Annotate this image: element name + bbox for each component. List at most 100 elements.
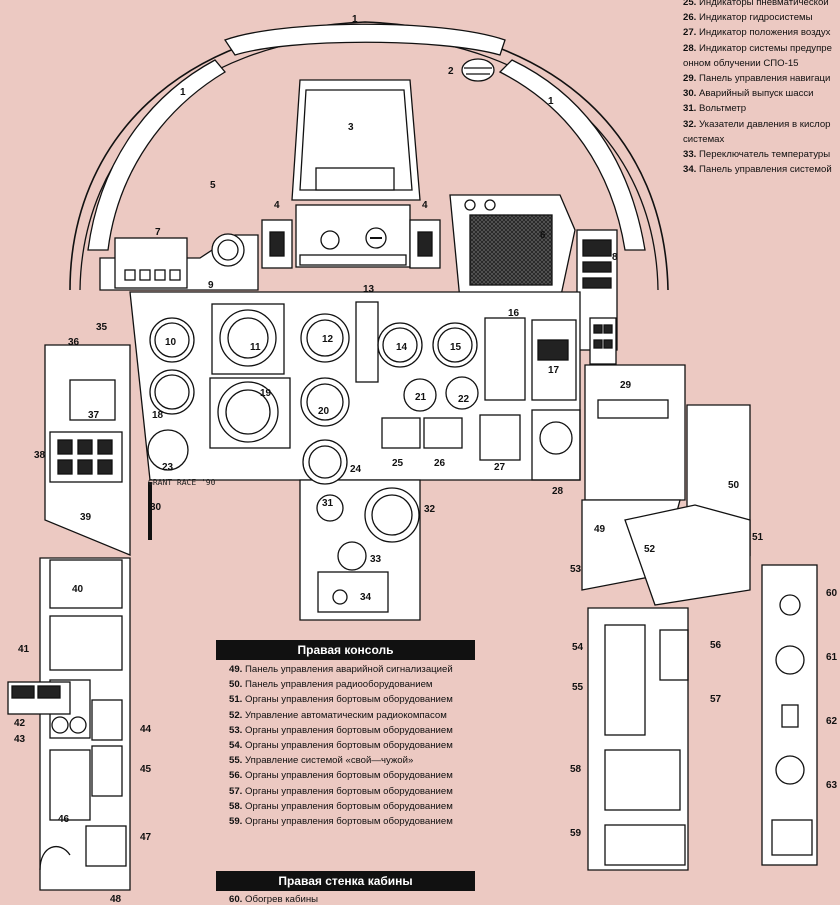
callout-10: 10: [165, 337, 177, 348]
legend-row: 33. Переключатель температуры: [683, 149, 831, 161]
left-console: [7, 344, 131, 891]
legend-row: 26. Индикатор гидросистемы: [683, 12, 813, 24]
callout-7: 7: [155, 227, 161, 238]
callout-12: 12: [322, 334, 334, 345]
right-side-block: [576, 229, 618, 365]
right-console-title: Правая консоль: [216, 640, 475, 660]
callout-44: 44: [140, 724, 152, 735]
callout-38: 38: [34, 450, 46, 461]
callout-54: 54: [572, 642, 584, 653]
head-up-display: [291, 79, 421, 268]
legend-row: системах: [683, 133, 725, 145]
legend-row: 25. Индикаторы пневматической: [683, 0, 829, 8]
callout-27: 27: [494, 462, 506, 473]
callout-1b: 1: [180, 87, 186, 98]
legend-row: 57. Органы управления бортовым оборудова…: [229, 785, 453, 797]
callout-49: 49: [594, 524, 606, 535]
callout-55: 55: [572, 682, 584, 693]
callout-3: 3: [348, 122, 354, 133]
callout-21: 21: [415, 392, 427, 403]
right-wall-legend: 60. Обогрев кабины: [229, 892, 479, 905]
callout-53: 53: [570, 564, 582, 575]
callout-56: 56: [710, 640, 722, 651]
callout-11: 11: [250, 342, 261, 353]
callout-2: 2: [448, 66, 454, 77]
legend-row: 28. Индикатор системы предупре: [683, 42, 832, 54]
right-console-drawing: [581, 364, 751, 871]
callout-63: 63: [826, 780, 838, 791]
upper-left-subpanel: [99, 233, 259, 291]
callout-52: 52: [644, 544, 656, 555]
callout-22: 22: [458, 394, 470, 405]
callout-4a: 4: [274, 200, 280, 211]
callout-39: 39: [80, 512, 92, 523]
callout-34: 34: [360, 592, 372, 603]
callout-41: 41: [18, 644, 30, 655]
callout-6: 6: [540, 230, 546, 241]
callout-51: 51: [752, 532, 764, 543]
callout-9: 9: [208, 280, 214, 291]
main-instrument-panel: [129, 291, 581, 481]
callout-47: 47: [140, 832, 152, 843]
callout-17: 17: [548, 365, 560, 376]
legend-row: 51. Органы управления бортовым оборудова…: [229, 694, 453, 706]
callout-37: 37: [88, 410, 100, 421]
callout-1c: 1: [548, 96, 554, 107]
callout-18: 18: [152, 410, 164, 421]
callout-50: 50: [728, 480, 740, 491]
legend-row: 54. Органы управления бортовым оборудова…: [229, 740, 453, 752]
right-cabin-wall: [761, 564, 818, 866]
callout-62: 62: [826, 716, 838, 727]
callout-30: 30: [150, 502, 162, 513]
callout-23: 23: [162, 462, 174, 473]
callout-26: 26: [434, 458, 446, 469]
callout-58: 58: [570, 764, 582, 775]
callout-20: 20: [318, 406, 330, 417]
legend-row: 31. Вольтметр: [683, 103, 747, 115]
callout-35: 35: [96, 322, 108, 333]
legend-row: 34. Панель управления системой: [683, 164, 832, 176]
legend-row: 50. Панель управления радиооборудованием: [229, 679, 433, 691]
callout-4b: 4: [422, 200, 428, 211]
legend-row: 49. Панель управления аварийной сигнализ…: [229, 664, 453, 675]
callout-5: 5: [210, 180, 216, 191]
callout-43: 43: [14, 734, 26, 745]
legend-top-right: 25. Индикаторы пневматической 26. Индика…: [683, 0, 840, 177]
legend-row: 32. Указатели давления в кислор: [683, 118, 831, 130]
callout-36: 36: [68, 337, 80, 348]
legend-row: онном облучении СПО-15: [683, 57, 799, 69]
legend-row: 55. Управление системой «свой—чужой»: [229, 755, 414, 767]
artist-signature: GRANT RACE '90: [148, 478, 216, 487]
callout-1a: 1: [352, 14, 358, 25]
callout-numbers: 1 1 1 2 3 4 4 5 6 7 8 9 10 11 12 13 14 1…: [14, 14, 838, 905]
callout-8: 8: [612, 252, 618, 263]
callout-13: 13: [363, 284, 375, 295]
legend-row: 52. Управление автоматическим радиокомпа…: [229, 709, 447, 721]
callout-33: 33: [370, 554, 382, 565]
center-console: [148, 439, 421, 621]
right-console-legend: 49. Панель управления аварийной сигнализ…: [229, 662, 479, 829]
callout-19: 19: [260, 388, 272, 399]
callout-46: 46: [58, 814, 70, 825]
legend-row: 58. Органы управления бортовым оборудова…: [229, 800, 453, 812]
legend-row: 59. Органы управления бортовым оборудова…: [229, 816, 453, 828]
legend-row: 56. Органы управления бортовым оборудова…: [229, 770, 453, 782]
callout-45: 45: [140, 764, 152, 775]
rear-view-mirror: [461, 58, 495, 82]
callout-59: 59: [570, 828, 582, 839]
callout-29: 29: [620, 380, 632, 391]
callout-60: 60: [826, 588, 838, 599]
legend-row: 60. Обогрев кабины: [229, 894, 319, 905]
legend-row: 30. Аварийный выпуск шасси: [683, 88, 814, 100]
callout-61: 61: [826, 652, 838, 663]
legend-row: 29. Панель управления навигаци: [683, 73, 831, 85]
side-lamps: [261, 219, 441, 269]
canopy-frame: [69, 21, 669, 291]
callout-28: 28: [552, 486, 564, 497]
legend-row: 53. Органы управления бортовым оборудова…: [229, 724, 453, 736]
callout-57: 57: [710, 694, 722, 705]
callout-14: 14: [396, 342, 408, 353]
callout-42: 42: [14, 718, 26, 729]
callout-32: 32: [424, 504, 436, 515]
callout-31: 31: [322, 498, 334, 509]
